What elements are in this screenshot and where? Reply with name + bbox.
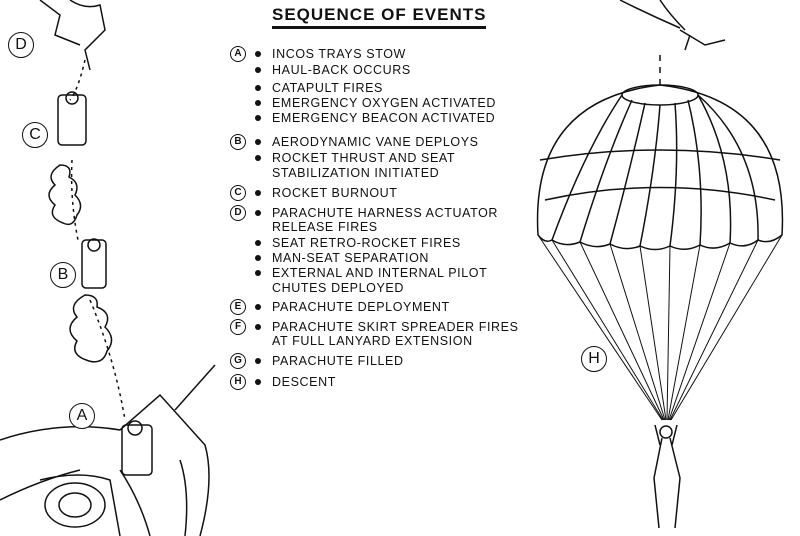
stage-label-b: B: [50, 262, 76, 288]
event-text: RELEASE FIRES: [272, 220, 378, 234]
event-text: PARACHUTE FILLED: [272, 354, 404, 368]
event-text: ROCKET THRUST AND SEAT: [272, 151, 456, 165]
bullet-icon: [255, 100, 261, 106]
descending-pilot: [653, 424, 681, 529]
event-label-c: C: [230, 185, 246, 201]
seat-figure-b: [81, 238, 107, 289]
trajectory-line: [69, 59, 126, 421]
bullet-icon: [255, 358, 261, 364]
bullet-icon: [255, 67, 261, 73]
event-text: MAN-SEAT SEPARATION: [272, 251, 430, 265]
event-label-h: H: [230, 374, 246, 390]
event-label-d: D: [230, 205, 246, 221]
event-text: PARACHUTE HARNESS ACTUATOR: [272, 206, 499, 220]
bullet-icon: [255, 210, 261, 216]
bullet-icon: [255, 155, 261, 161]
bullet-icon: [255, 304, 261, 310]
event-text: SEAT RETRO-ROCKET FIRES: [272, 236, 461, 250]
aircraft-outline: [0, 393, 210, 536]
event-text: EMERGENCY BEACON ACTIVATED: [272, 111, 496, 125]
event-text: PARACHUTE DEPLOYMENT: [272, 300, 450, 314]
bullet-icon: [255, 190, 261, 196]
event-text: INCOS TRAYS STOW: [272, 47, 406, 61]
event-text: AERODYNAMIC VANE DEPLOYS: [272, 135, 479, 149]
bullet-icon: [255, 139, 261, 145]
event-label-g: G: [230, 353, 246, 369]
event-label-f: F: [230, 319, 246, 335]
bullet-icon: [255, 115, 261, 121]
event-text: STABILIZATION INITIATED: [272, 166, 440, 180]
event-text: EXTERNAL AND INTERNAL PILOT: [272, 266, 488, 280]
event-text: EMERGENCY OXYGEN ACTIVATED: [272, 96, 496, 110]
event-label-b: B: [230, 134, 246, 150]
event-text: DESCENT: [272, 375, 336, 389]
event-text: CHUTES DEPLOYED: [272, 281, 404, 295]
event-text: AT FULL LANYARD EXTENSION: [272, 334, 473, 348]
stage-label-d: D: [8, 32, 34, 58]
sequence-title: SEQUENCE OF EVENTS: [272, 5, 487, 29]
event-label-e: E: [230, 299, 246, 315]
bullet-icon: [255, 379, 261, 385]
bullet-icon: [255, 255, 261, 261]
smoke-plume: [69, 294, 113, 363]
bullet-icon: [255, 324, 261, 330]
event-text: PARACHUTE SKIRT SPREADER FIRES: [272, 320, 519, 334]
bullet-icon: [255, 240, 261, 246]
stage-label-a: A: [69, 403, 95, 429]
event-text: HAUL-BACK OCCURS: [272, 63, 411, 77]
callout-line: [174, 364, 216, 411]
partial-parachute: [619, 0, 726, 51]
stage-label-c: C: [22, 122, 48, 148]
smoke-plume: [48, 164, 82, 226]
bullet-icon: [255, 270, 261, 276]
bullet-icon: [255, 85, 261, 91]
seat-figure-d: [39, 0, 106, 71]
event-label-a: A: [230, 46, 246, 62]
event-text: ROCKET BURNOUT: [272, 186, 398, 200]
bullet-icon: [255, 51, 261, 57]
seat-figure-a: [121, 420, 153, 476]
main-parachute: [536, 84, 784, 421]
seat-figure-c: [57, 91, 87, 146]
event-text: CATAPULT FIRES: [272, 81, 383, 95]
stage-label-h: H: [581, 346, 607, 372]
engine-intake: [44, 482, 106, 528]
